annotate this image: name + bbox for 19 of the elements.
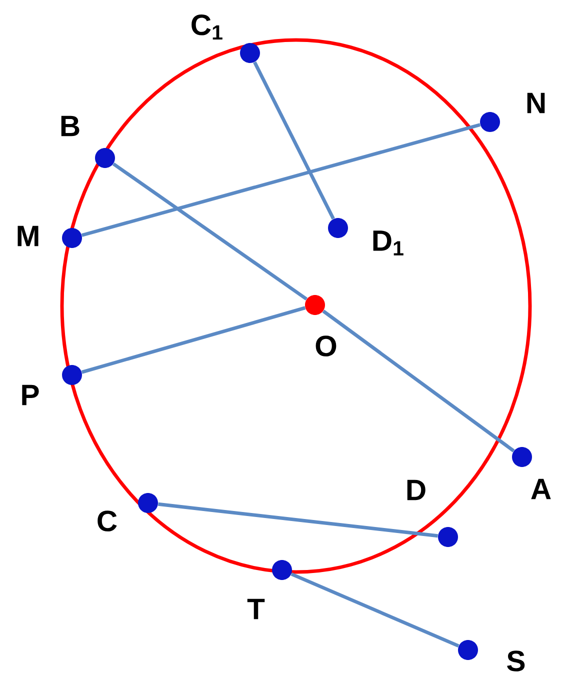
point-label: P [22, 384, 39, 406]
point-label: T [247, 598, 265, 620]
line-segment [290, 572, 460, 648]
point-label: D$_{1}$ [373, 230, 404, 256]
point-label: O [316, 336, 336, 356]
point-label: D [407, 480, 426, 500]
line-segment [81, 306, 306, 374]
point-label: A [531, 478, 551, 500]
point-label: C [98, 510, 117, 532]
point-label: N [527, 92, 545, 114]
point-label: S [507, 650, 525, 672]
point-label: B [61, 116, 80, 136]
point-label: C$_{1}$ [192, 14, 222, 40]
line-segment [81, 123, 481, 237]
line-segment [322, 310, 515, 452]
point-label: M [18, 226, 38, 246]
line-segment [112, 162, 308, 301]
line-segment [158, 502, 438, 538]
line-segment [253, 61, 335, 220]
